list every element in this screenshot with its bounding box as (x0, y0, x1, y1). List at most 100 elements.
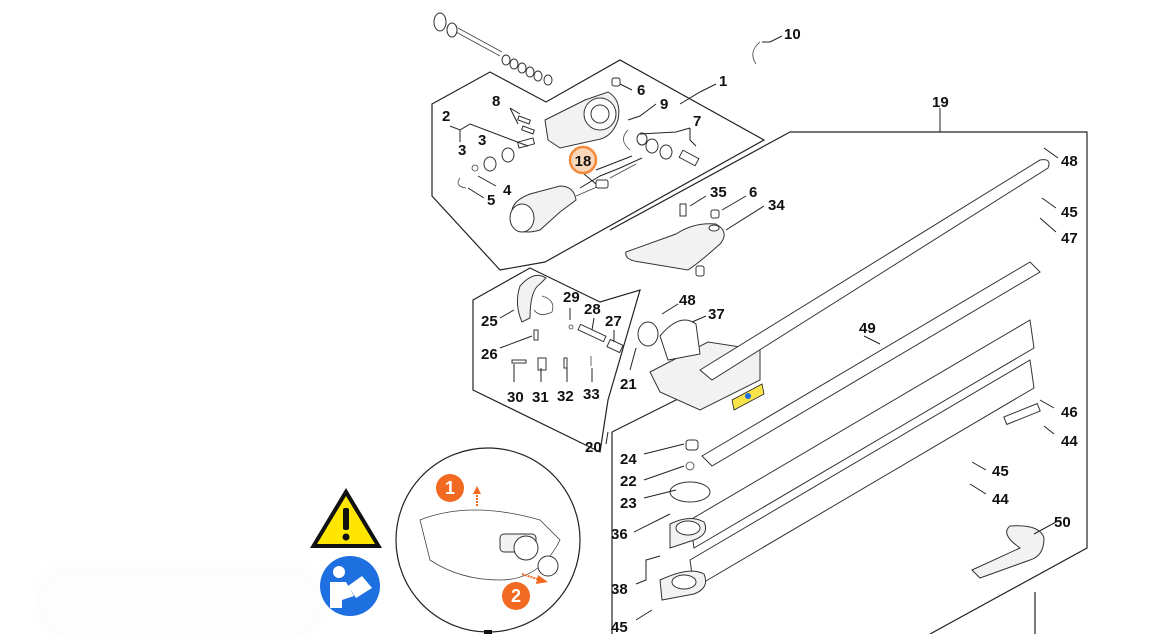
pinion-shaft-part (509, 163, 637, 233)
callout-25[interactable]: 25 (481, 313, 498, 330)
callout-28[interactable]: 28 (584, 301, 601, 318)
callout-4[interactable]: 4 (503, 182, 512, 199)
svg-text:45: 45 (992, 463, 1009, 480)
blade-bar-part (699, 159, 1050, 467)
callout-34[interactable]: 34 (768, 197, 785, 214)
callout-1[interactable]: 1 (719, 73, 727, 90)
svg-text:45: 45 (1061, 204, 1078, 221)
callout-7[interactable]: 7 (693, 113, 701, 130)
background-shadow (40, 570, 320, 634)
frame-assembly-19-left (609, 131, 791, 231)
svg-text:44: 44 (992, 491, 1009, 508)
callout-20[interactable]: 20 (585, 439, 602, 456)
svg-text:29: 29 (563, 289, 580, 306)
callout-9[interactable]: 9 (660, 96, 668, 113)
callout-6[interactable]: 6 (637, 82, 645, 99)
callout-44[interactable]: 44 (1061, 433, 1078, 450)
callout-36[interactable]: 36 (611, 526, 628, 543)
svg-text:33: 33 (583, 386, 600, 403)
callout-10[interactable]: 10 (784, 26, 801, 43)
callout-45[interactable]: 45 (1061, 204, 1078, 221)
svg-text:24: 24 (620, 451, 637, 468)
callout-44[interactable]: 44 (992, 491, 1009, 508)
svg-text:18: 18 (575, 153, 592, 170)
svg-text:20: 20 (585, 439, 602, 456)
svg-text:27: 27 (605, 313, 622, 330)
callout-3[interactable]: 3 (458, 142, 466, 159)
frame-assembly-19 (790, 131, 1088, 634)
svg-text:38: 38 (611, 581, 628, 598)
callout-26[interactable]: 26 (481, 346, 498, 363)
callout-5[interactable]: 5 (487, 192, 495, 209)
inset-stem (484, 630, 492, 634)
svg-text:49: 49 (859, 320, 876, 337)
svg-text:8: 8 (492, 93, 500, 110)
callout-47[interactable]: 47 (1061, 230, 1078, 247)
callout-29[interactable]: 29 (563, 289, 580, 306)
svg-text:45: 45 (611, 619, 628, 634)
callout-50[interactable]: 50 (1054, 514, 1071, 531)
svg-text:35: 35 (710, 184, 727, 201)
inset-step-badge-1: 1 (436, 474, 464, 502)
svg-text:3: 3 (458, 142, 466, 159)
callout-23[interactable]: 23 (620, 495, 637, 512)
callout-21[interactable]: 21 (620, 376, 637, 393)
svg-text:32: 32 (557, 388, 574, 405)
warning-triangle-icon (310, 488, 382, 548)
svg-text:4: 4 (503, 182, 512, 199)
circlip-part (623, 129, 631, 151)
callout-22[interactable]: 22 (620, 473, 637, 490)
svg-text:10: 10 (784, 26, 801, 43)
svg-text:50: 50 (1054, 514, 1071, 531)
bearings-3 (457, 115, 536, 189)
svg-text:5: 5 (487, 192, 495, 209)
callout-35[interactable]: 35 (710, 184, 727, 201)
callout-46[interactable]: 46 (1061, 404, 1078, 421)
callout-2[interactable]: 2 (442, 108, 450, 125)
gear-housing-part (544, 91, 620, 149)
callout-38[interactable]: 38 (611, 581, 628, 598)
callout-3[interactable]: 3 (478, 132, 486, 149)
clip-part (752, 41, 761, 65)
svg-text:21: 21 (620, 376, 637, 393)
frame-assembly-20 (472, 267, 641, 453)
callout-49[interactable]: 49 (859, 320, 876, 337)
callout-48[interactable]: 48 (679, 292, 696, 309)
callout-37[interactable]: 37 (708, 306, 725, 323)
callout-45[interactable]: 45 (611, 619, 628, 634)
svg-text:37: 37 (708, 306, 725, 323)
detail-inset (395, 447, 581, 633)
svg-text:3: 3 (478, 132, 486, 149)
bearings-7 (636, 132, 700, 167)
svg-text:48: 48 (679, 292, 696, 309)
callout-6[interactable]: 6 (749, 184, 757, 201)
svg-text:23: 23 (620, 495, 637, 512)
callout-24[interactable]: 24 (620, 451, 637, 468)
callout-48[interactable]: 48 (1061, 153, 1078, 170)
svg-text:36: 36 (611, 526, 628, 543)
read-manual-icon (320, 556, 380, 616)
callout-32[interactable]: 32 (557, 388, 574, 405)
callout-31[interactable]: 31 (532, 389, 549, 406)
leader-lines (449, 35, 1059, 621)
callout-33[interactable]: 33 (583, 386, 600, 403)
blade-plates-part (659, 439, 711, 601)
callout-8[interactable]: 8 (492, 93, 500, 110)
svg-text:6: 6 (749, 184, 757, 201)
plug-part (611, 77, 621, 87)
svg-text:1: 1 (445, 478, 455, 498)
callout-45[interactable]: 45 (992, 463, 1009, 480)
housing-small-parts (511, 274, 624, 371)
drive-shaft-part (433, 12, 553, 86)
svg-text:9: 9 (660, 96, 668, 113)
svg-text:1: 1 (719, 73, 727, 90)
callout-27[interactable]: 27 (605, 313, 622, 330)
frame-assembly-1 (431, 59, 766, 271)
svg-text:2: 2 (442, 108, 450, 125)
callout-19[interactable]: 19 (932, 94, 949, 111)
svg-text:2: 2 (511, 586, 521, 606)
callout-18-highlighted[interactable]: 18 (568, 145, 598, 175)
svg-text:6: 6 (637, 82, 645, 99)
callout-30[interactable]: 30 (507, 389, 524, 406)
